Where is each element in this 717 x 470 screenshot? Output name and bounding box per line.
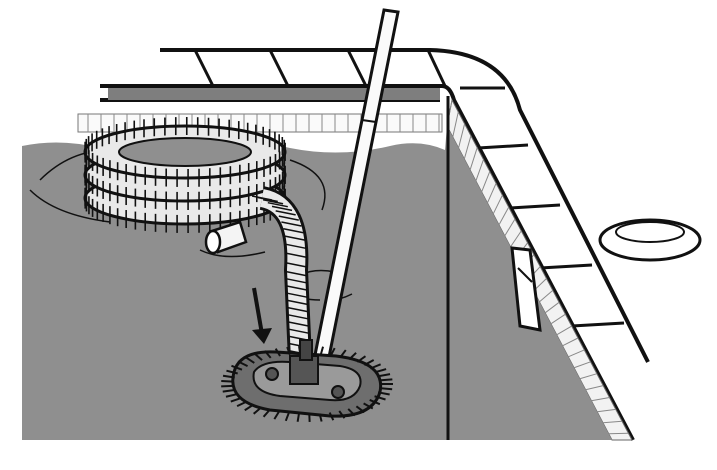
tile-joint [562,337,579,347]
brush-bristle [222,389,235,393]
tile-joint [591,397,610,402]
coiled-vacuum-hose [83,117,287,233]
coping-strip [108,88,440,100]
brush-bristle [236,400,248,408]
brush-bristle [318,413,323,422]
tile-joint [492,194,503,215]
hose-rib [288,321,309,327]
brush-bristle [231,364,243,371]
tile-joint [469,147,478,171]
brush-bristle [338,410,346,419]
hose-rib [281,221,302,227]
hose-rib [271,205,293,212]
hose-rib [287,314,309,320]
hose-rib [286,292,308,298]
brush-bristle [284,412,290,422]
tile-joint [544,301,560,314]
hose-rib [257,196,278,203]
tile-joint [452,111,459,138]
brush-bristle [245,356,255,364]
tile-joint [602,420,623,424]
brush-bristle [347,408,356,417]
tile-joint [498,206,510,226]
brush-bristle [369,399,381,406]
hose-rib [267,201,288,208]
hose-rib [287,299,308,306]
brush-bristle [363,402,374,410]
brush-bristle [348,352,357,361]
tile-joint [539,290,554,303]
brush-bristle [296,413,300,422]
hose-rib [275,210,296,216]
brush-bristle [225,393,238,398]
tile-joint [579,373,598,380]
tile-joint [585,385,604,391]
brush-bristle [226,369,238,375]
hose-rib [287,306,308,313]
hose-rib [262,198,284,205]
tile-joint [463,135,472,160]
skimmer-lid [598,218,702,262]
hose-rib [286,270,307,277]
brush-bristle [374,368,387,374]
hose-rib [284,235,306,241]
brush-bristle [230,396,242,403]
brush-bristle [374,395,386,401]
brush-bristle [253,406,262,415]
tile-joint [475,159,484,182]
tile-joint [568,349,585,358]
brush-bristle [221,380,234,383]
brush-bristle [273,411,280,420]
brush-bristle [329,347,336,357]
tile-joint [510,230,522,248]
brush-bristle [262,409,271,418]
hose-rib [286,285,307,291]
tile-joint [573,361,591,369]
brush-bristle [355,405,365,414]
brush-bristle [377,391,390,396]
tile-joint [481,171,491,193]
brush-bristle [380,387,393,391]
hose-cuff [204,220,248,255]
hose-rib [286,262,307,268]
tile-joint [608,432,629,435]
hose-rib [286,278,307,284]
hose-rib [286,252,307,258]
tile-joint [486,183,497,204]
hose-rib [288,328,309,334]
brush-bristle [222,374,235,379]
brush-bristle [356,355,367,363]
brush-bristle [363,359,375,366]
skimmer-opening [510,246,542,332]
down-arrow [252,287,272,344]
brush-bristle [369,363,381,370]
tile-joint [556,325,572,336]
brush-bristle [254,353,263,361]
brush-bristle [237,360,249,368]
brush-bristle [274,348,281,357]
brush-bristle [380,378,393,382]
hose-rib [285,243,307,250]
tile-joint [504,218,516,237]
brush-bristle [244,403,254,412]
tile-joint [458,123,466,149]
tile-joint [597,408,616,413]
brush-bristle [319,346,325,355]
brush-bristle [339,349,347,358]
hose-rib [278,215,299,221]
brush-bristle [286,346,291,356]
brush-bristle [378,373,391,378]
brush-bristle [264,350,272,359]
pool-vacuum-head [221,339,393,423]
tile-joint [550,313,566,325]
hose-rib [283,227,304,234]
brush-bristle [328,412,335,421]
